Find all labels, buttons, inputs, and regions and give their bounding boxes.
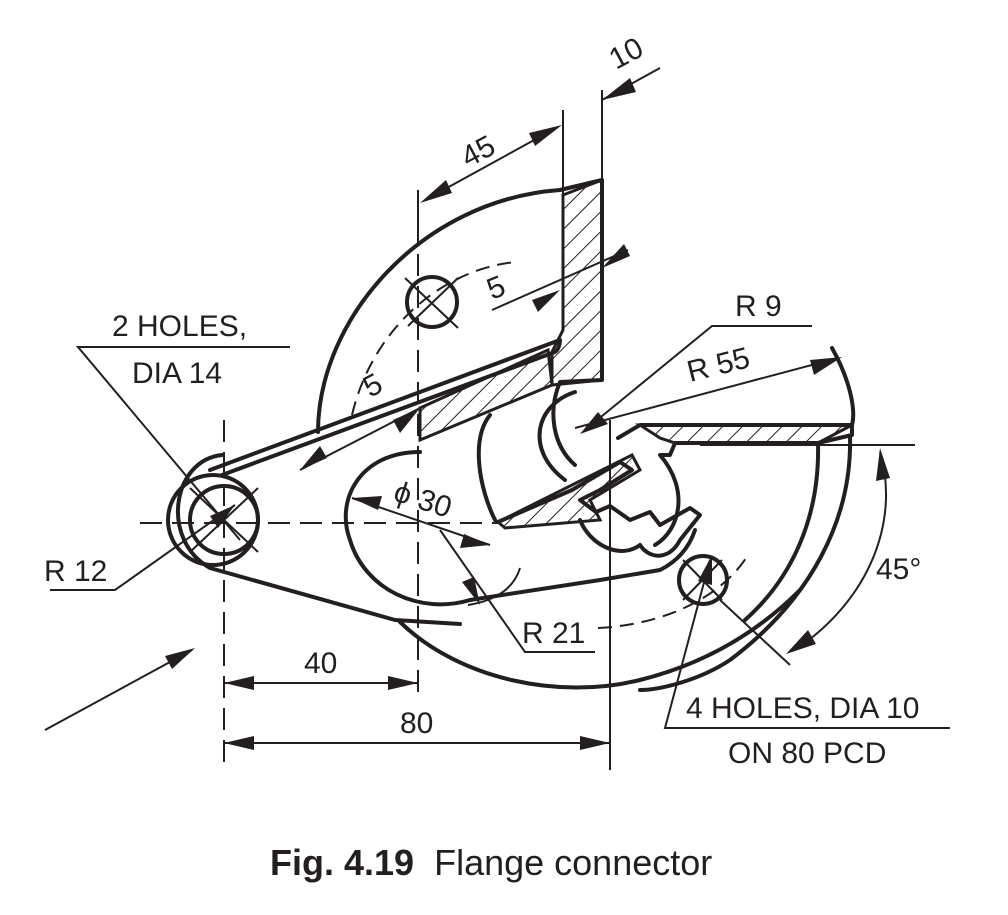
r12-leader <box>50 504 236 591</box>
part-outline <box>166 178 856 692</box>
label-dim-80: 80 <box>400 707 433 740</box>
web-curve-2 <box>537 390 577 482</box>
label-dim-10: 10 <box>604 31 649 76</box>
r55-leader <box>574 357 839 429</box>
angle-45-arc <box>794 451 888 651</box>
figure-title: Flange connector <box>434 842 712 883</box>
lower-base-edge <box>468 528 697 602</box>
label-dim-5-top: 5 <box>482 270 510 307</box>
web-curve-1 <box>476 413 497 522</box>
pcd-arc-lower <box>597 554 749 629</box>
horizontal-flange-rim <box>638 435 853 692</box>
label-dia-14: DIA 14 <box>132 357 222 390</box>
base-plate-lug <box>175 453 462 626</box>
label-angle-45: 45° <box>876 553 921 586</box>
central-bore <box>343 450 472 607</box>
label-2-holes: 2 HOLES, <box>112 310 247 343</box>
hatch-base-web <box>418 347 554 443</box>
r21-leader <box>439 529 595 653</box>
label-dia-30: ϕ 30 <box>390 475 456 524</box>
label-r55: R 55 <box>684 341 753 388</box>
lower-body-arc <box>398 588 802 690</box>
two-holes-leader <box>75 346 290 541</box>
label-r21: R 21 <box>522 617 585 650</box>
label-r12: R 12 <box>44 555 107 588</box>
center-lines <box>140 190 749 770</box>
figure-caption: Fig. 4.19 Flange connector <box>270 842 712 883</box>
label-dim-45: 45 <box>456 129 501 174</box>
view-direction-arrow <box>44 649 193 731</box>
r21-arc <box>467 567 521 606</box>
pcd-arc-upper <box>351 261 516 416</box>
upper-flange-hole <box>405 275 459 329</box>
label-4-holes: 4 HOLES, DIA 10 <box>686 692 919 725</box>
label-dim-5-left: 5 <box>358 367 388 404</box>
hatch-horizontal-flange <box>634 423 853 445</box>
horizontal-flange-outline <box>616 423 854 547</box>
vertical-flange-outline <box>316 178 604 467</box>
figure-number: Fig. 4.19 <box>270 842 414 883</box>
label-pcd: ON 80 PCD <box>728 737 886 770</box>
four-holes-leader <box>663 559 950 729</box>
hatch-vertical-web <box>550 177 604 387</box>
hatch-diagonal-rib <box>495 453 642 530</box>
r9-leader <box>584 325 812 431</box>
section-hatching <box>418 177 853 530</box>
dimension-lines <box>44 67 950 770</box>
label-dim-40: 40 <box>304 647 337 680</box>
rim-inner-edge <box>743 441 821 622</box>
label-r9: R 9 <box>735 290 782 323</box>
web-curve-3 <box>578 518 642 553</box>
base-plate-top-edge <box>208 338 562 477</box>
